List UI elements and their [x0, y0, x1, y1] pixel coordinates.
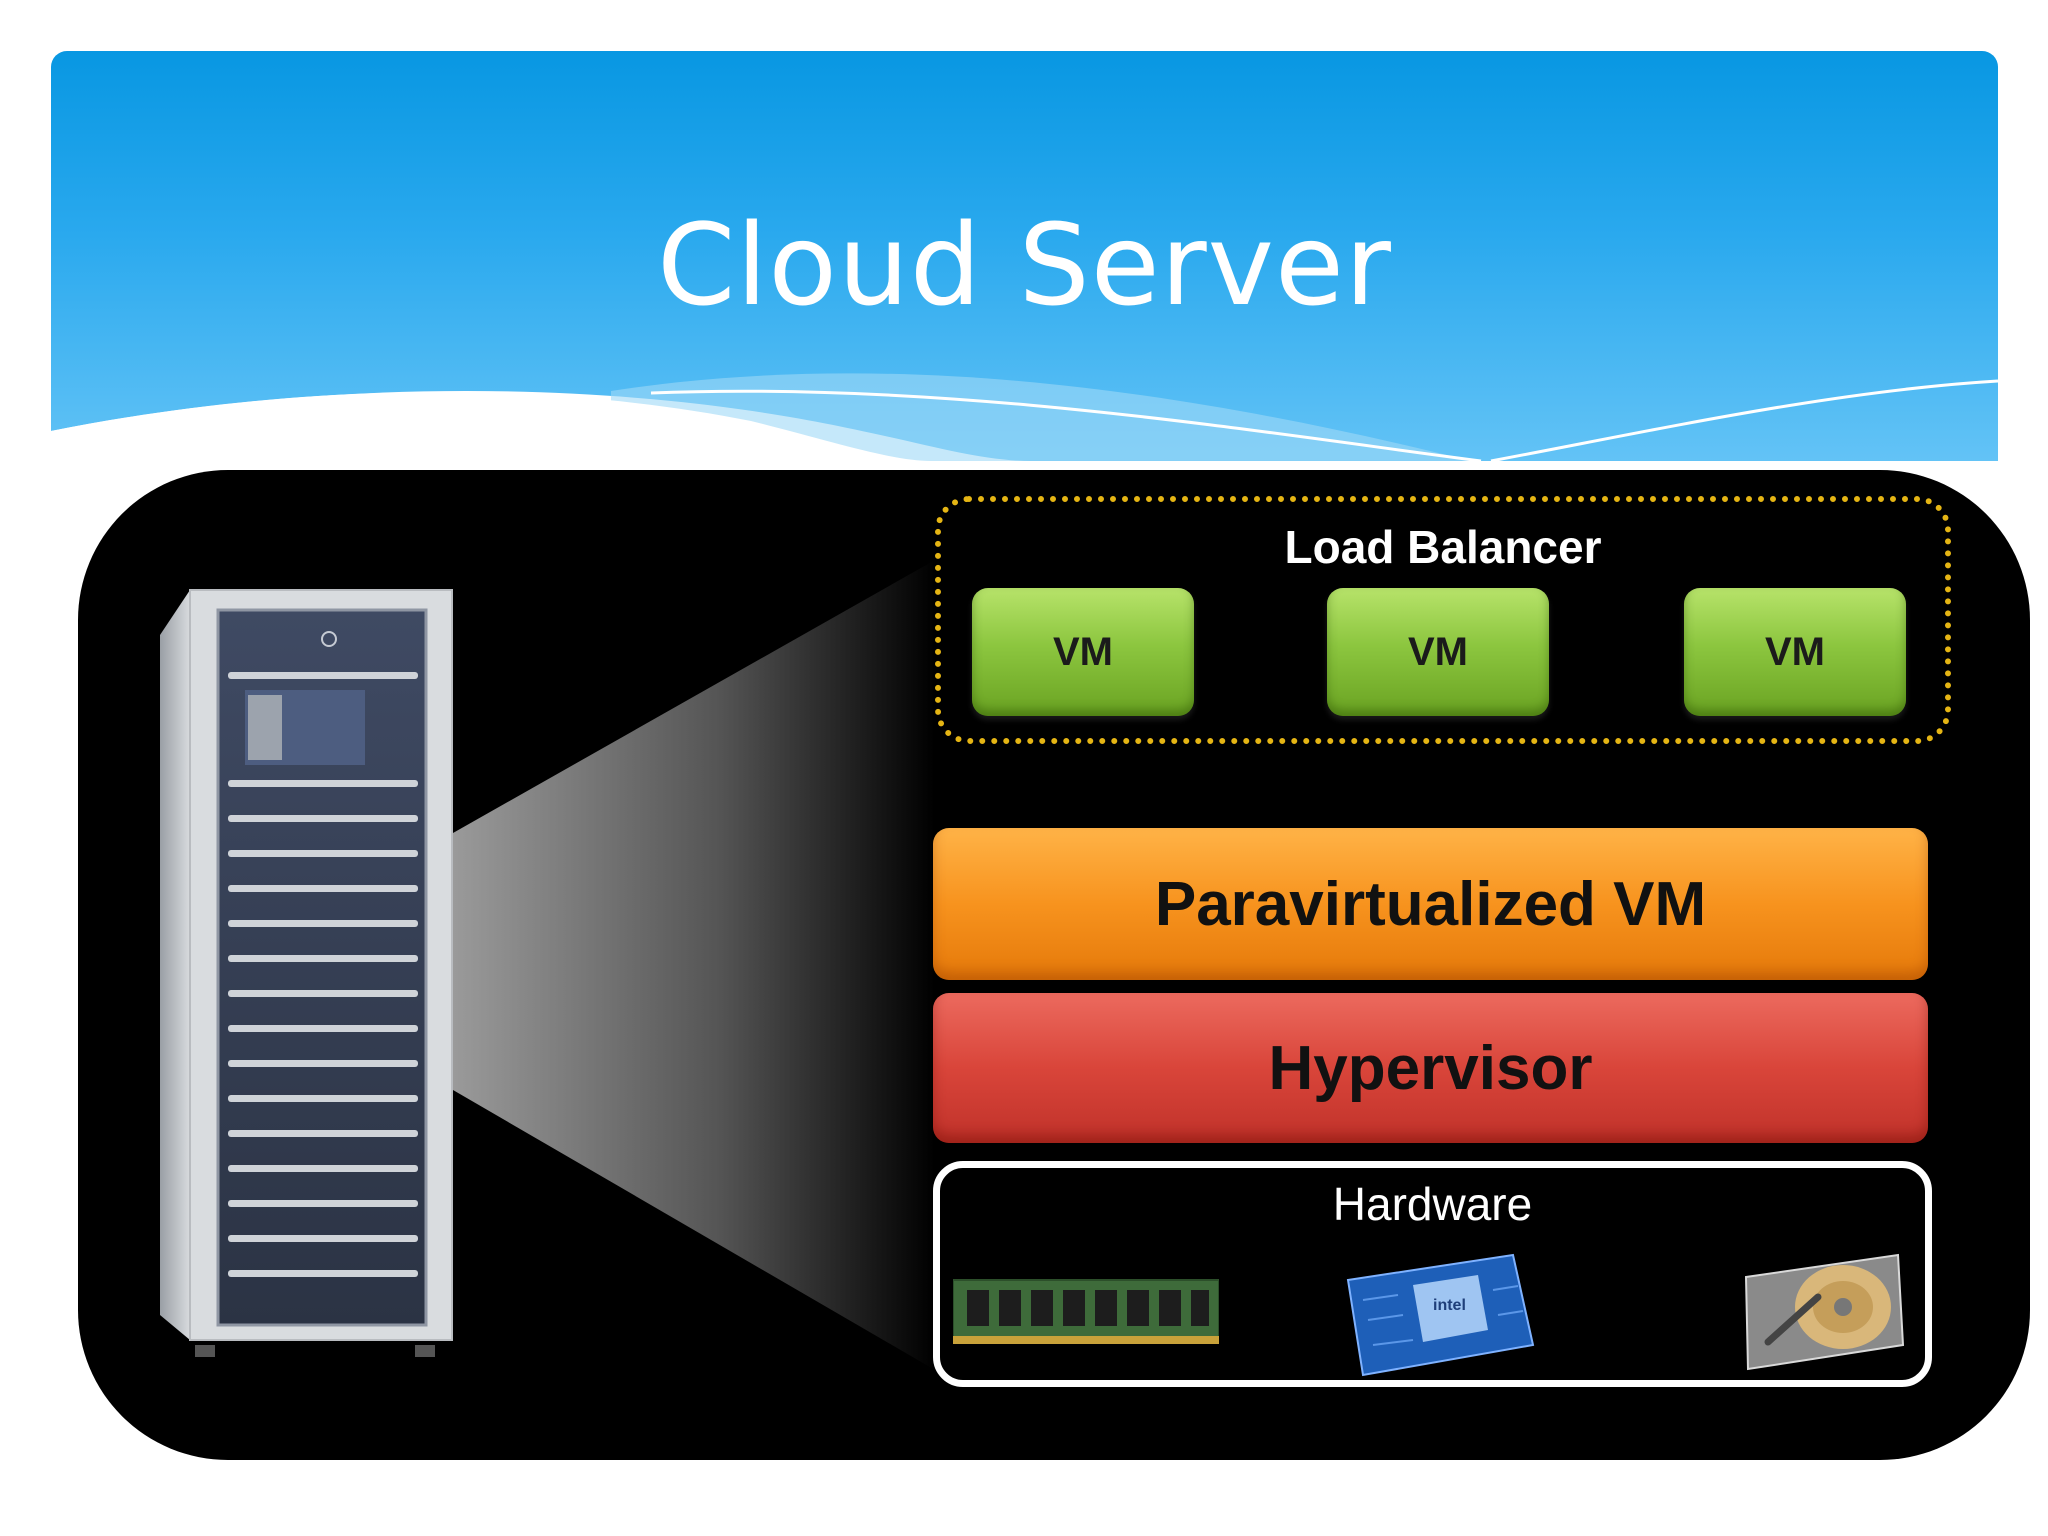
vm-block: VM	[1327, 588, 1549, 716]
load-balancer-label: Load Balancer	[1284, 521, 1602, 573]
load-balancer-group	[935, 496, 1951, 744]
vm-block: VM	[1684, 588, 1906, 716]
page-title: Cloud Server	[657, 201, 1392, 331]
wave-decoration	[51, 373, 1998, 461]
title-banner: Cloud Server	[51, 51, 1998, 461]
cpu-chip-icon: intel	[1346, 1253, 1535, 1377]
paravirtualized-vm-layer: Paravirtualized VM	[933, 828, 1928, 980]
memory-module-icon	[953, 1279, 1219, 1344]
server-rack-icon	[160, 589, 453, 1357]
hard-drive-icon	[1744, 1253, 1905, 1371]
hardware-label: Hardware	[1332, 1178, 1533, 1230]
vm-block: VM	[972, 588, 1194, 716]
hardware-group	[933, 1161, 1932, 1387]
hypervisor-layer: Hypervisor	[933, 993, 1928, 1143]
svg-text:intel: intel	[1433, 1297, 1466, 1314]
